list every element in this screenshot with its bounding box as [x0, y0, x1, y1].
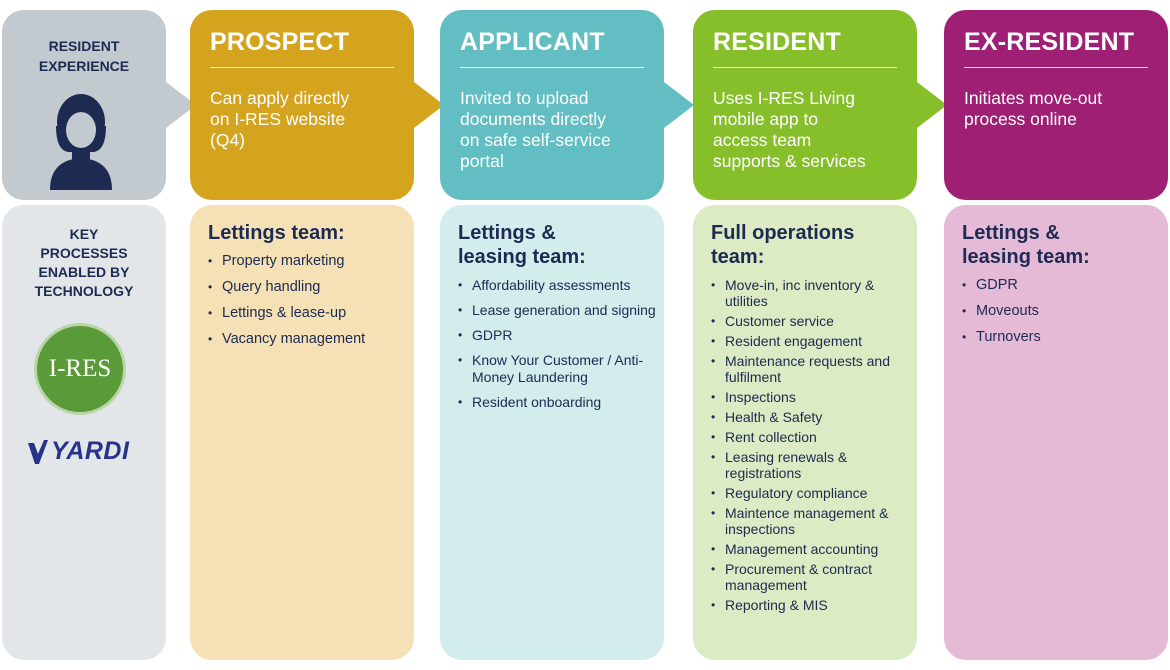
ires-logo: I-RES: [34, 323, 126, 415]
process-list: Move-in, inc inventory & utilities Custo…: [711, 277, 913, 617]
list-item: Maintenance requests and fulfilment: [711, 353, 913, 385]
arrow-to-applicant: [414, 82, 444, 128]
stage-title: EX-RESIDENT: [964, 28, 1148, 68]
person-icon: [50, 94, 112, 190]
process-list: GDPR Moveouts Turnovers: [962, 277, 1162, 355]
list-item: GDPR: [458, 327, 660, 344]
list-item: Move-in, inc inventory & utilities: [711, 277, 913, 309]
arrow-to-resident: [664, 82, 694, 128]
stage-title: APPLICANT: [460, 28, 644, 68]
stage-description: Initiates move-out process online: [964, 88, 1103, 129]
team-title: Full operations team:: [711, 222, 855, 268]
list-item: Leasing renewals & registrations: [711, 449, 913, 481]
stage-description: Can apply directly on I-RES website (Q4): [210, 88, 350, 150]
list-item: Vacancy management: [208, 331, 408, 348]
stage-ex-resident-processes: Lettings & leasing team: GDPR Moveouts T…: [944, 205, 1168, 660]
key-processes-label: KEY PROCESSES ENABLED BY TECHNOLOGY: [34, 226, 134, 299]
list-item: GDPR: [962, 277, 1162, 294]
arrow-to-ex-resident: [917, 82, 947, 128]
list-item: Procurement & contract management: [711, 561, 913, 593]
list-item: Lease generation and signing: [458, 302, 660, 319]
team-title: Lettings & leasing team:: [962, 222, 1090, 268]
stage-title: PROSPECT: [210, 28, 394, 68]
list-item: Maintence management & inspections: [711, 505, 913, 537]
resident-experience-panel: RESIDENT EXPERIENCE: [2, 10, 166, 200]
list-item: Management accounting: [711, 541, 913, 557]
resident-experience-label: RESIDENT EXPERIENCE: [38, 38, 130, 74]
key-processes-panel: KEY PROCESSES ENABLED BY TECHNOLOGY I-RE…: [2, 205, 166, 660]
list-item: Know Your Customer / Anti-Money Launderi…: [458, 352, 660, 386]
list-item: Reporting & MIS: [711, 597, 913, 613]
stage-prospect-processes: Lettings team: Property marketing Query …: [190, 205, 414, 660]
list-item: Turnovers: [962, 329, 1162, 346]
yardi-mark-icon: [28, 439, 48, 464]
list-item: Customer service: [711, 313, 913, 329]
stage-resident-header: RESIDENT Uses I-RES Living mobile app to…: [693, 10, 917, 200]
list-item: Property marketing: [208, 253, 408, 270]
list-item: Rent collection: [711, 429, 913, 445]
stage-description: Invited to upload documents directly on …: [460, 88, 611, 171]
stage-applicant-processes: Lettings & leasing team: Affordability a…: [440, 205, 664, 660]
list-item: Query handling: [208, 279, 408, 296]
stage-ex-resident-header: EX-RESIDENT Initiates move-out process o…: [944, 10, 1168, 200]
yardi-logo: YARDI: [28, 437, 129, 466]
stage-prospect-header: PROSPECT Can apply directly on I-RES web…: [190, 10, 414, 200]
stage-description: Uses I-RES Living mobile app to access t…: [713, 88, 866, 171]
list-item: Resident onboarding: [458, 394, 660, 411]
list-item: Affordability assessments: [458, 277, 660, 294]
list-item: Lettings & lease-up: [208, 305, 408, 322]
stage-resident-processes: Full operations team: Move-in, inc inven…: [693, 205, 917, 660]
process-list: Property marketing Query handling Lettin…: [208, 253, 408, 357]
team-title: Lettings team:: [208, 222, 345, 244]
stage-title: RESIDENT: [713, 28, 897, 68]
list-item: Resident engagement: [711, 333, 913, 349]
process-list: Affordability assessments Lease generati…: [458, 277, 660, 419]
list-item: Inspections: [711, 389, 913, 405]
list-item: Moveouts: [962, 303, 1162, 320]
list-item: Regulatory compliance: [711, 485, 913, 501]
team-title: Lettings & leasing team:: [458, 222, 586, 268]
stage-applicant-header: APPLICANT Invited to upload documents di…: [440, 10, 664, 200]
list-item: Health & Safety: [711, 409, 913, 425]
